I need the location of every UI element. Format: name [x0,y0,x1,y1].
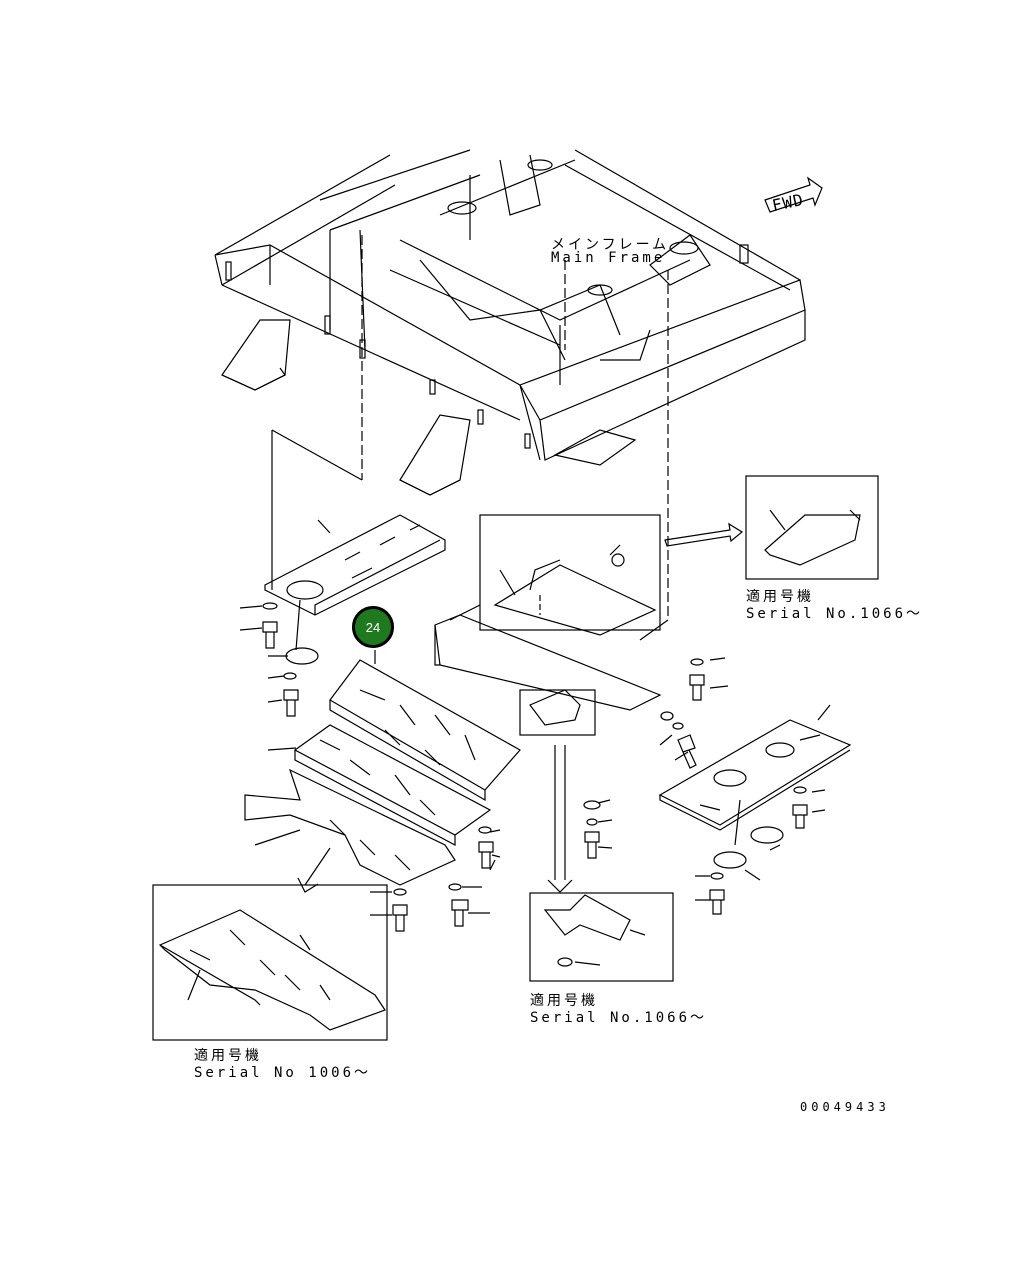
inset-right-bottom-serial: Serial No.1066～ [530,1010,708,1026]
drawing-number: 00049433 [800,1100,890,1114]
plate-lower [244,768,456,893]
plate-middle [293,724,492,846]
main-frame-label-en: Main Frame [551,250,666,266]
inset-right-bottom-jp: 適用号機 [530,993,598,1009]
hardware-middle [392,826,494,932]
plate-right [658,719,852,915]
main-frame-label-jp: メインフレーム [551,237,670,253]
inset-right-top-box [745,475,879,580]
callout-24[interactable]: 24 [352,606,394,648]
cover-center [434,604,662,893]
inset-left-bottom-box [152,884,388,1041]
inset-left-bottom-jp: 適用号機 [194,1048,262,1064]
plate-upper-left [264,514,446,651]
inset-right-bottom-box [529,892,674,982]
main-frame-drawing [214,149,806,620]
inset-right-top-serial: Serial No.1066～ [746,606,924,622]
hardware-right-center [583,658,705,859]
inset-left-bottom-serial: Serial No 1006～ [194,1065,372,1081]
fwd-arrow [764,176,823,213]
arrow-right [664,522,744,547]
inset-right-top-jp: 適用号機 [746,589,814,605]
plate-24 [329,650,521,802]
inset-top-center [479,514,661,636]
hardware-left-top [262,602,319,717]
